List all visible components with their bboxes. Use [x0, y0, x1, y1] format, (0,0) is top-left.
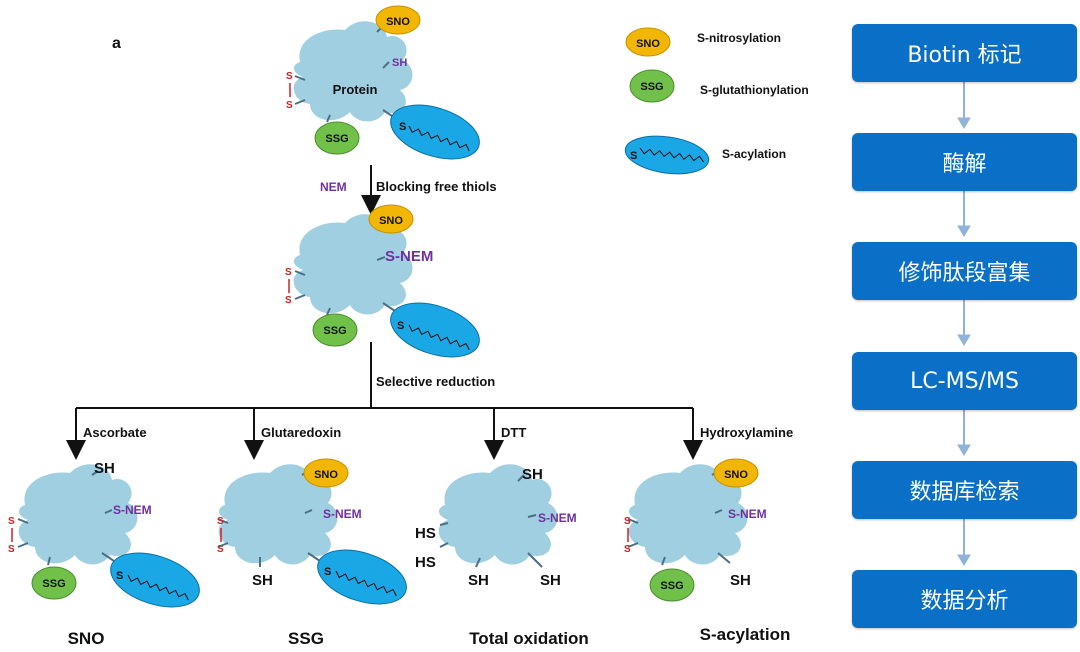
- acyl-badge: [390, 104, 480, 160]
- svg-text:S: S: [624, 544, 631, 555]
- branch-s-acylation-protein: SNO S-NEM S S SSG SH: [624, 458, 767, 602]
- workflow-step-enrichment: 修饰肽段富集: [852, 242, 1077, 300]
- svg-text:SSG: SSG: [325, 133, 348, 145]
- step2-label: Selective reduction: [376, 374, 495, 389]
- svg-text:SNO: SNO: [724, 469, 748, 481]
- svg-text:SH: SH: [468, 572, 489, 589]
- legend-sno: SNO S-nitrosylation: [625, 27, 781, 57]
- step1-label: Blocking free thiols: [376, 179, 497, 194]
- svg-text:S: S: [324, 566, 331, 578]
- svg-text:S: S: [217, 516, 224, 527]
- protein-blob: [293, 21, 413, 122]
- nem-reagent: NEM: [320, 180, 347, 194]
- reagent-ascorbate: Ascorbate: [83, 425, 147, 440]
- svg-text:S: S: [8, 516, 15, 527]
- branch-sno-protein: SH S-NEM S S SSG S: [8, 460, 200, 608]
- svg-text:S-glutathionylation: S-glutathionylation: [700, 83, 809, 97]
- reagent-glutaredoxin: Glutaredoxin: [261, 425, 341, 440]
- svg-text:SSG: SSG: [640, 81, 663, 93]
- svg-text:SH: SH: [522, 466, 543, 483]
- ssg-badge: [314, 121, 360, 155]
- workflow-step-data-analysis: 数据分析: [852, 570, 1077, 628]
- svg-text:S: S: [630, 150, 637, 162]
- svg-text:S: S: [399, 121, 406, 133]
- svg-text:S-nitrosylation: S-nitrosylation: [697, 31, 781, 45]
- legend-ssg: SSG S-glutathionylation: [629, 69, 809, 103]
- svg-text:S: S: [624, 516, 631, 527]
- svg-text:SSG: SSG: [660, 580, 683, 592]
- workflow-step-database-search: 数据库检索: [852, 461, 1077, 519]
- legend: SNO S-nitrosylation SSG S-glutathionylat…: [624, 27, 809, 175]
- workflow-arrows: [957, 82, 971, 566]
- svg-text:S: S: [397, 320, 404, 332]
- reagent-dtt: DTT: [501, 425, 526, 440]
- svg-text:S-NEM: S-NEM: [113, 503, 152, 517]
- svg-text:S: S: [285, 295, 292, 306]
- svg-text:SH: SH: [392, 57, 407, 69]
- result-sno: SNO: [68, 629, 105, 648]
- svg-text:SH: SH: [540, 572, 561, 589]
- branch-ssg-protein: SNO S-NEM S S SH S: [217, 458, 407, 605]
- svg-text:SSG: SSG: [323, 325, 346, 337]
- workflow-step-lcmsms: LC-MS/MS: [852, 352, 1077, 410]
- sno-badge: [375, 5, 421, 35]
- svg-text:S: S: [285, 267, 292, 278]
- svg-text:SNO: SNO: [314, 469, 338, 481]
- svg-text:S-NEM: S-NEM: [728, 507, 767, 521]
- svg-text:S-NEM: S-NEM: [385, 248, 433, 265]
- svg-text:HS: HS: [415, 525, 436, 542]
- top-protein: SNO SH Protein S S SSG S: [286, 5, 480, 160]
- mid-protein: SNO S-NEM S S SSG S: [285, 204, 480, 358]
- svg-text:SH: SH: [252, 572, 273, 589]
- legend-s-acyl: S S-acylation: [624, 135, 786, 175]
- panel-label: a: [112, 35, 121, 52]
- result-total-oxidation: Total oxidation: [469, 629, 589, 648]
- svg-text:SNO: SNO: [386, 16, 410, 28]
- workflow-step-digestion: 酶解: [852, 133, 1077, 191]
- svg-text:SNO: SNO: [636, 38, 660, 50]
- svg-text:S: S: [286, 100, 293, 111]
- svg-text:SH: SH: [94, 460, 115, 477]
- svg-text:HS: HS: [415, 554, 436, 571]
- branch-total-oxidation-protein: SH S-NEM HS HS SH SH: [415, 464, 577, 589]
- workflow-step-biotin-label: Biotin 标记: [852, 24, 1077, 82]
- result-s-acylation: S-acylation: [700, 625, 791, 644]
- svg-text:SSG: SSG: [42, 578, 65, 590]
- svg-text:SNO: SNO: [379, 215, 403, 227]
- svg-text:S-NEM: S-NEM: [323, 507, 362, 521]
- svg-text:S: S: [116, 570, 123, 582]
- svg-text:S-acylation: S-acylation: [722, 147, 786, 161]
- svg-text:S-NEM: S-NEM: [538, 511, 577, 525]
- result-ssg: SSG: [288, 629, 324, 648]
- svg-text:S: S: [286, 71, 293, 82]
- svg-text:SH: SH: [730, 572, 751, 589]
- reagent-hydroxylamine: Hydroxylamine: [700, 425, 793, 440]
- svg-text:S: S: [217, 544, 224, 555]
- protein-name: Protein: [333, 82, 378, 97]
- svg-text:S: S: [8, 544, 15, 555]
